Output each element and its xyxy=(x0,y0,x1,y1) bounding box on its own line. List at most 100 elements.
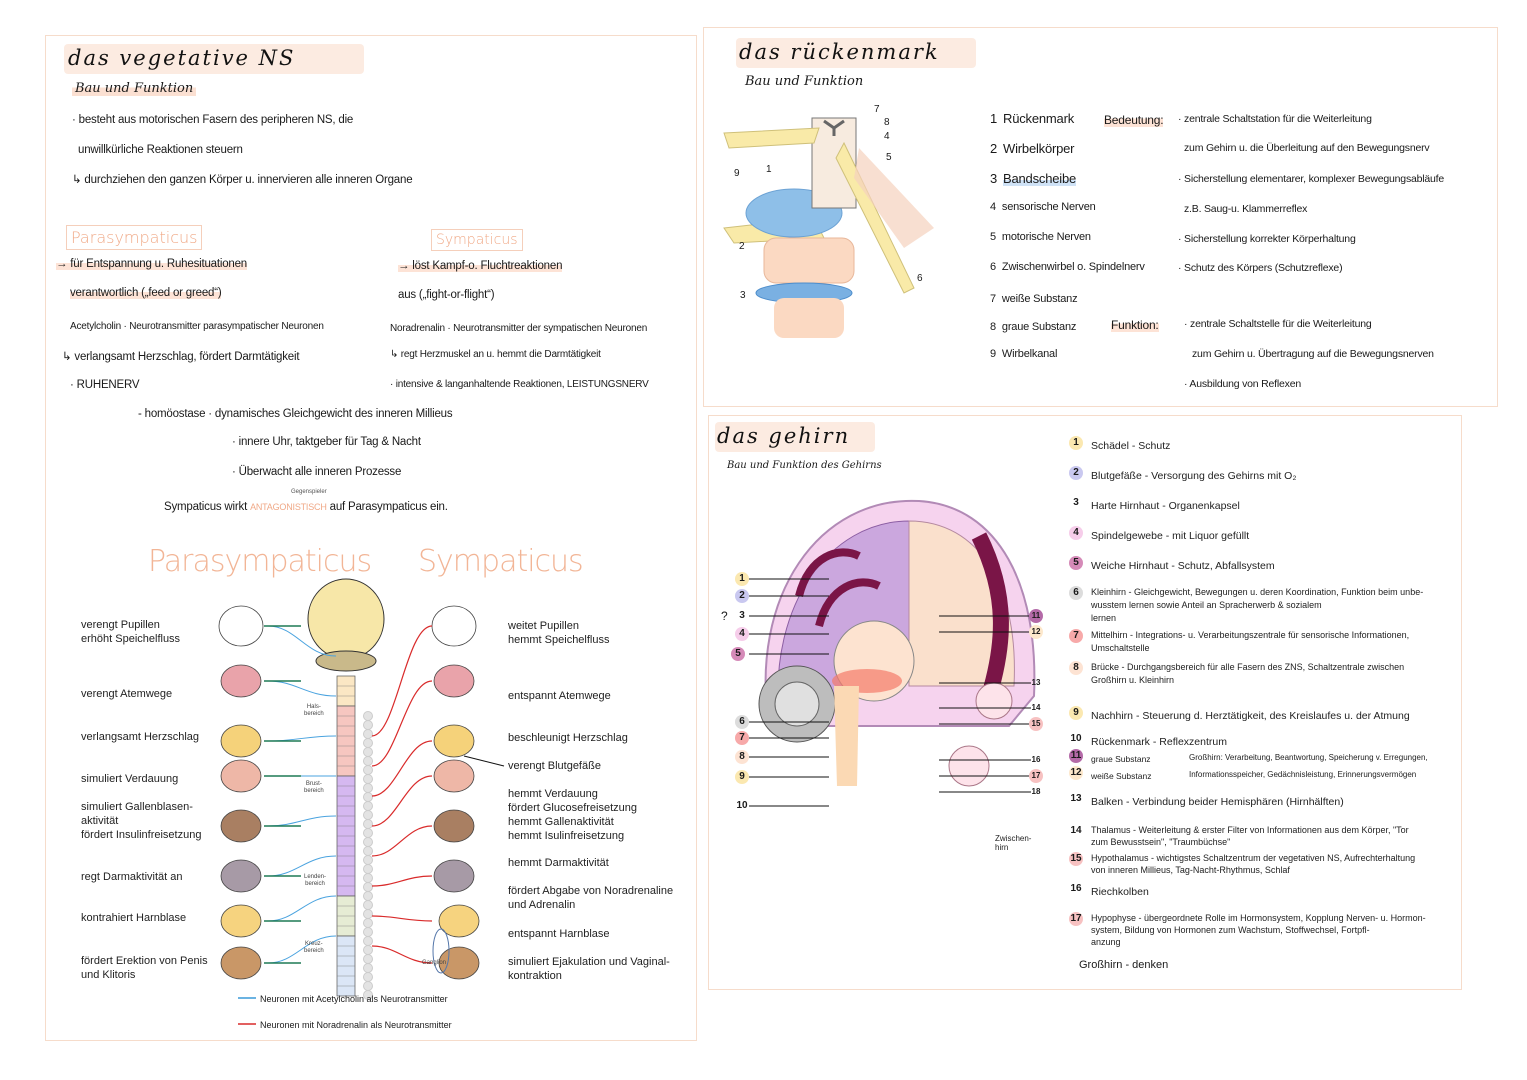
item-text: graue Substanz xyxy=(1091,754,1151,764)
brain-number-right: 14 xyxy=(1031,703,1041,712)
item-text: Weiche Hirnhaut - Schutz, Abfallsystem xyxy=(1091,560,1275,572)
bedeutung-line: z.B. Saug-u. Klammerreflex xyxy=(1184,203,1308,215)
item-text: Spindelgewebe - mit Liquor gefüllt xyxy=(1091,530,1250,542)
diagram-number: 1 xyxy=(766,164,772,175)
brain-number-left: 5 xyxy=(731,647,745,661)
part-number: 9 xyxy=(990,348,996,360)
sympathetic-chain-ganglion xyxy=(363,756,373,766)
substance-note: Großhirn: Verarbeitung, Beantwortung, Sp… xyxy=(1189,753,1428,779)
item-text: Hypophyse - übergeordnete Rolle im Hormo… xyxy=(1091,913,1426,947)
noradrenalin-nerve xyxy=(371,680,433,767)
brain-number-right: 16 xyxy=(1031,755,1041,764)
spinal-segment xyxy=(336,705,356,777)
parasympaticus-line: verantwortlich („feed or greed“) xyxy=(70,287,222,299)
item-text: Schädel - Schutz xyxy=(1091,440,1171,452)
sympathetic-chain-ganglion xyxy=(363,972,373,982)
spinal-nerve xyxy=(835,141,915,294)
antagonism-before: Sympaticus wirkt xyxy=(164,501,248,513)
sympaticus-effect-label: fördert Abgabe von Noradrenaline und Adr… xyxy=(508,885,674,911)
brain-number-left: 3 xyxy=(739,610,745,621)
diagram-number: 3 xyxy=(740,290,746,301)
pituitary xyxy=(948,745,990,787)
diagram-sympaticus-heading: Sympaticus xyxy=(418,544,584,579)
part-number: 6 xyxy=(990,261,996,273)
parasympaticus-heading: Parasympaticus xyxy=(66,225,203,250)
item-text: Blutgefäße - Versorgung des Gehirns mit … xyxy=(1091,470,1297,482)
sympathetic-chain-ganglion xyxy=(363,855,373,865)
item-text: Harte Hirnhaut - Organenkapsel xyxy=(1091,500,1240,512)
part-label: sensorische Nerven xyxy=(1001,201,1096,213)
watermark-band xyxy=(736,38,976,68)
acetylcholin-nerve xyxy=(267,680,337,697)
diagram-parasympaticus-heading: Parasympaticus xyxy=(148,544,372,579)
vertebral-process xyxy=(854,148,934,248)
brain-item: 10 Rückenmark - Reflexzentrum xyxy=(1069,732,1227,750)
page-title: das vegetative NS xyxy=(68,46,296,70)
sympathetic-chain-ganglion xyxy=(363,747,373,757)
item-text: Rückenmark - Reflexzentrum xyxy=(1091,736,1227,748)
bedeutung-label: Bedeutung: xyxy=(1104,113,1164,127)
bedeutung-line: · zentrale Schaltstation für die Weiterl… xyxy=(1178,113,1372,125)
item-number: 9 xyxy=(1069,706,1083,720)
spinal-segment xyxy=(336,675,356,707)
part-label: weiße Substanz xyxy=(1001,293,1078,305)
sympathetic-chain-ganglion xyxy=(363,828,373,838)
part-label: Bandscheibe xyxy=(1003,171,1077,186)
antagonism-note: Gegenspieler xyxy=(291,489,327,495)
bedeutung-line: zum Gehirn u. die Überleitung auf den Be… xyxy=(1184,142,1430,154)
sympathetic-chain-ganglion xyxy=(363,729,373,739)
acetylcholin-nerve xyxy=(267,895,337,922)
sympaticus-heading: Sympaticus xyxy=(431,229,523,251)
spine-region-label: Lenden- bereich xyxy=(304,874,327,887)
item-text: Riechkolben xyxy=(1091,886,1149,898)
item-text: Balken - Verbindung beider Hemisphären (… xyxy=(1091,796,1344,808)
noradrenalin-nerve xyxy=(371,625,433,737)
part-label: Wirbelkörper xyxy=(1003,141,1075,156)
brain-number-left: 6 xyxy=(735,715,749,729)
item-number: 15 xyxy=(1069,852,1083,866)
sympathetic-chain-ganglion xyxy=(363,711,373,721)
sympathetic-chain-ganglion xyxy=(363,738,373,748)
parasympaticus-line: → für Entspannung u. Ruhesituationen xyxy=(56,258,247,270)
noradrenalin-nerve xyxy=(371,945,433,964)
diagram-number: 5 xyxy=(886,152,892,163)
liver-organ-symp xyxy=(433,809,475,843)
lung-organ-symp xyxy=(433,664,475,698)
vertebral-body xyxy=(763,237,855,284)
sympathetic-chain-ganglion xyxy=(363,720,373,730)
sympathetic-chain-ganglion xyxy=(363,900,373,910)
spine-region-label: Kreuz- bereich xyxy=(304,941,324,954)
sympathetic-chain-ganglion xyxy=(363,810,373,820)
sympaticus-effect-label: hemmt Verdauung fördert Glucosefreisetzu… xyxy=(508,788,638,842)
intro-line: unwillkürliche Reaktionen steuern xyxy=(78,144,243,156)
sympathetic-chain-ganglion xyxy=(363,954,373,964)
brain-number-right: 15 xyxy=(1029,717,1043,731)
diagram-number: 2 xyxy=(739,241,745,252)
item-number: 3 xyxy=(1073,497,1079,508)
part-label: Rückenmark xyxy=(1003,111,1074,126)
sympaticus-effect-label: entspannt Harnblase xyxy=(508,928,610,940)
part-number: 8 xyxy=(990,321,996,333)
part-label: Zwischenwirbel o. Spindelnerv xyxy=(1001,261,1145,273)
sympaticus-effect-label: simuliert Ejakulation und Vaginal- kontr… xyxy=(508,956,670,982)
ganglion-ring xyxy=(432,928,450,974)
item-text: weiße Substanz xyxy=(1091,771,1152,781)
brain-number-right: 18 xyxy=(1031,787,1041,796)
intestine-organ-symp xyxy=(433,859,475,893)
sympaticus-line: Noradrenalin · Neurotransmitter der symp… xyxy=(390,323,648,334)
brain-number-right: 13 xyxy=(1031,678,1041,687)
bladder-organ-para xyxy=(220,904,262,938)
section-subtitle: Bau und Funktion xyxy=(745,74,864,89)
sympathetic-chain-ganglion xyxy=(363,774,373,784)
item-number: 8 xyxy=(1069,661,1083,675)
parasympaticus-effect-label: simuliert Verdauung xyxy=(81,773,179,785)
watermark-band xyxy=(715,422,875,452)
brain-item: 3 Harte Hirnhaut - Organenkapsel xyxy=(1069,496,1240,514)
sympathetic-chain-ganglion xyxy=(363,918,373,928)
item-number: 10 xyxy=(1070,733,1082,744)
homeostasis-line: - homöostase · dynamisches Gleichgewicht… xyxy=(138,408,453,420)
